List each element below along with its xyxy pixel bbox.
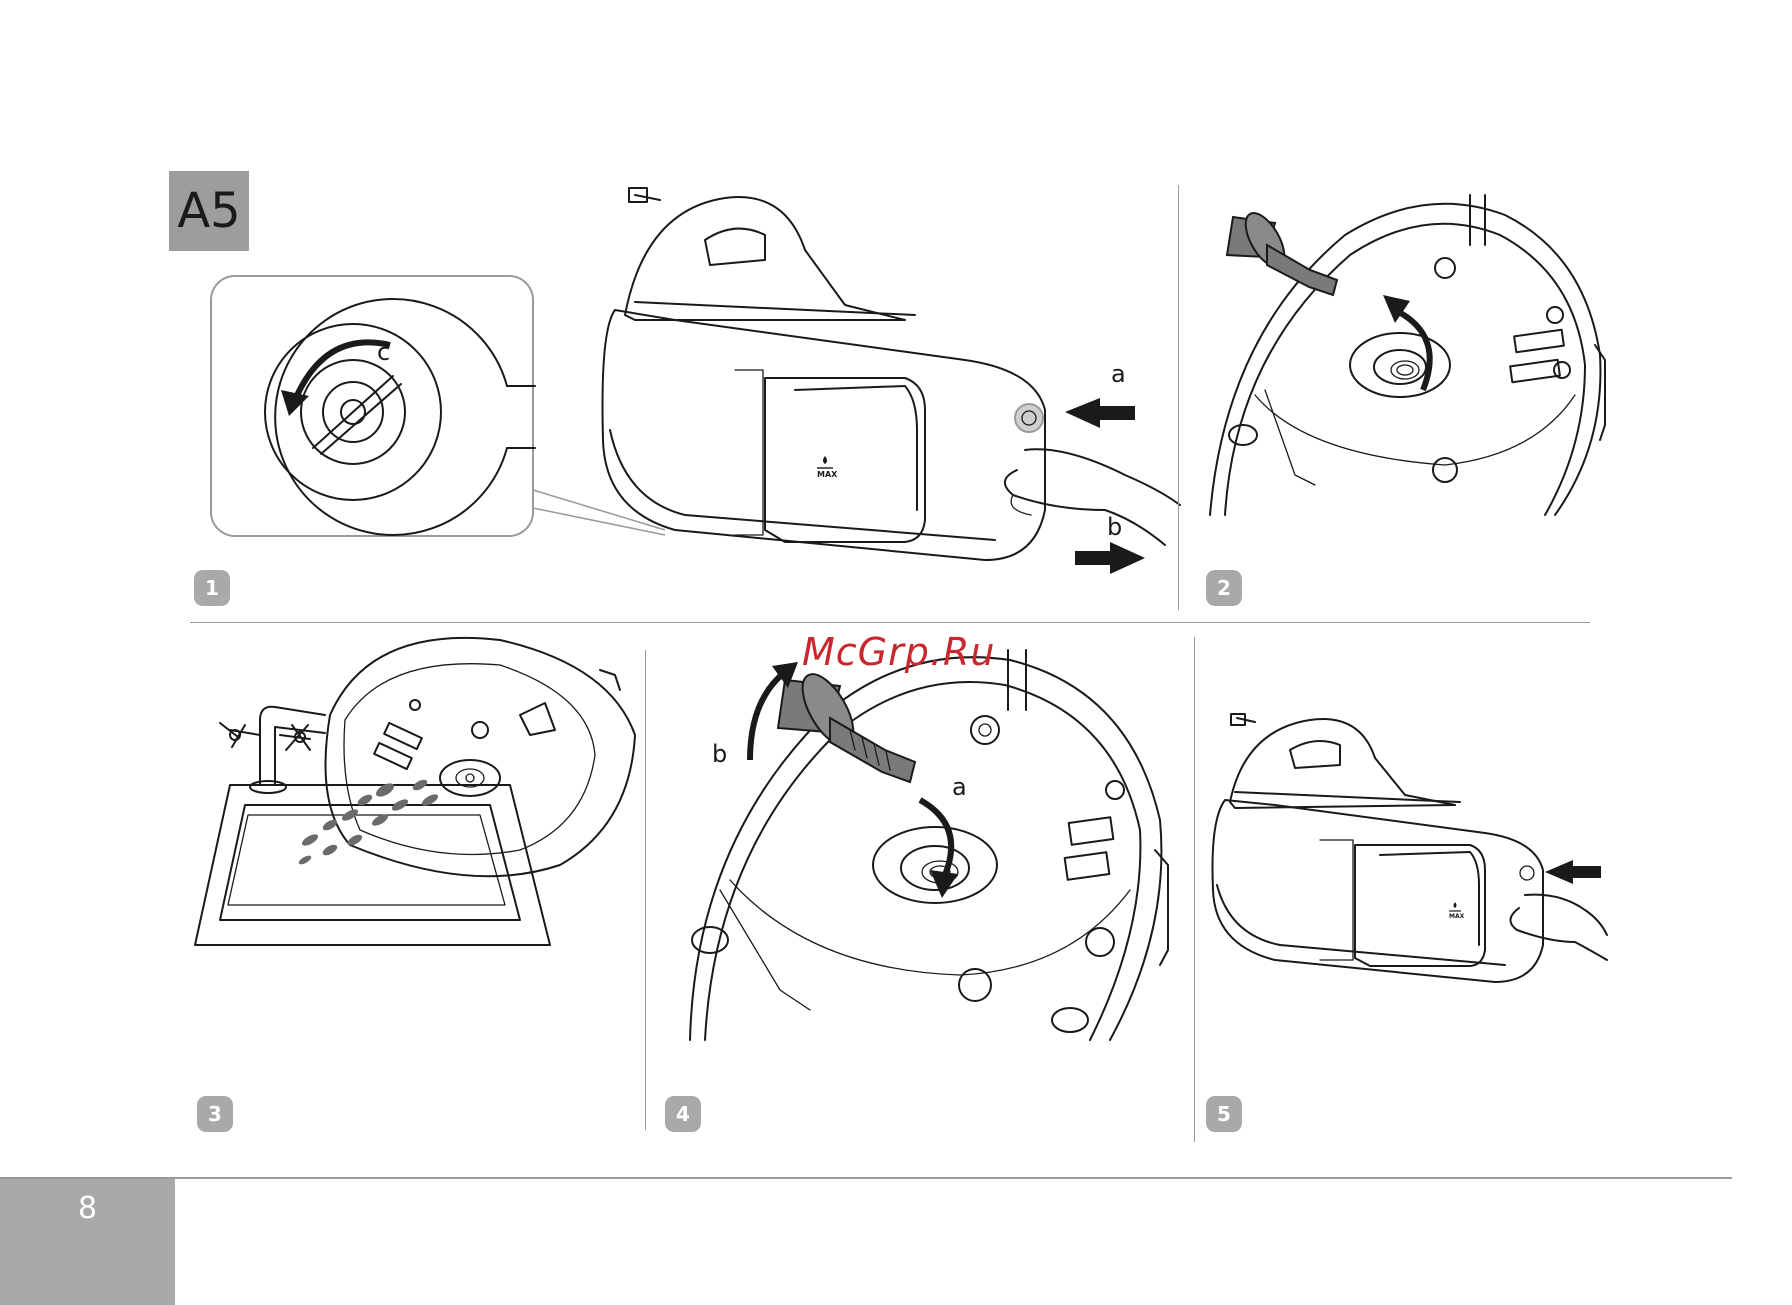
row-divider — [190, 622, 1590, 623]
label-a: a — [1111, 360, 1126, 388]
tank-max-marking: MAX — [817, 470, 838, 479]
panel-2-illustration — [1205, 195, 1615, 530]
footer-line — [0, 1177, 1732, 1179]
label-a-step4: a — [952, 773, 967, 801]
step-badge-2: 2 — [1206, 570, 1242, 606]
step-badge-3: 3 — [197, 1096, 233, 1132]
label-b-step4: b — [712, 740, 727, 768]
panel-4-illustration: a b — [690, 650, 1180, 1045]
label-b: b — [1107, 513, 1122, 541]
panel-divider — [645, 650, 646, 1130]
step-badge-4: 4 — [665, 1096, 701, 1132]
label-c: c — [377, 338, 390, 366]
step-badge-5: 5 — [1206, 1096, 1242, 1132]
panel-3-illustration — [190, 635, 640, 955]
tank-max-marking-step5: MAX — [1449, 913, 1465, 920]
panel-divider — [1178, 185, 1179, 610]
page-number: 8 — [0, 1179, 175, 1305]
step-badge-1: 1 — [194, 570, 230, 606]
panel-1-illustration: c MAX a b — [205, 190, 1185, 580]
watermark: McGrp.Ru — [802, 630, 995, 674]
panel-divider — [1194, 637, 1195, 1142]
panel-5-illustration: MAX — [1205, 710, 1610, 990]
